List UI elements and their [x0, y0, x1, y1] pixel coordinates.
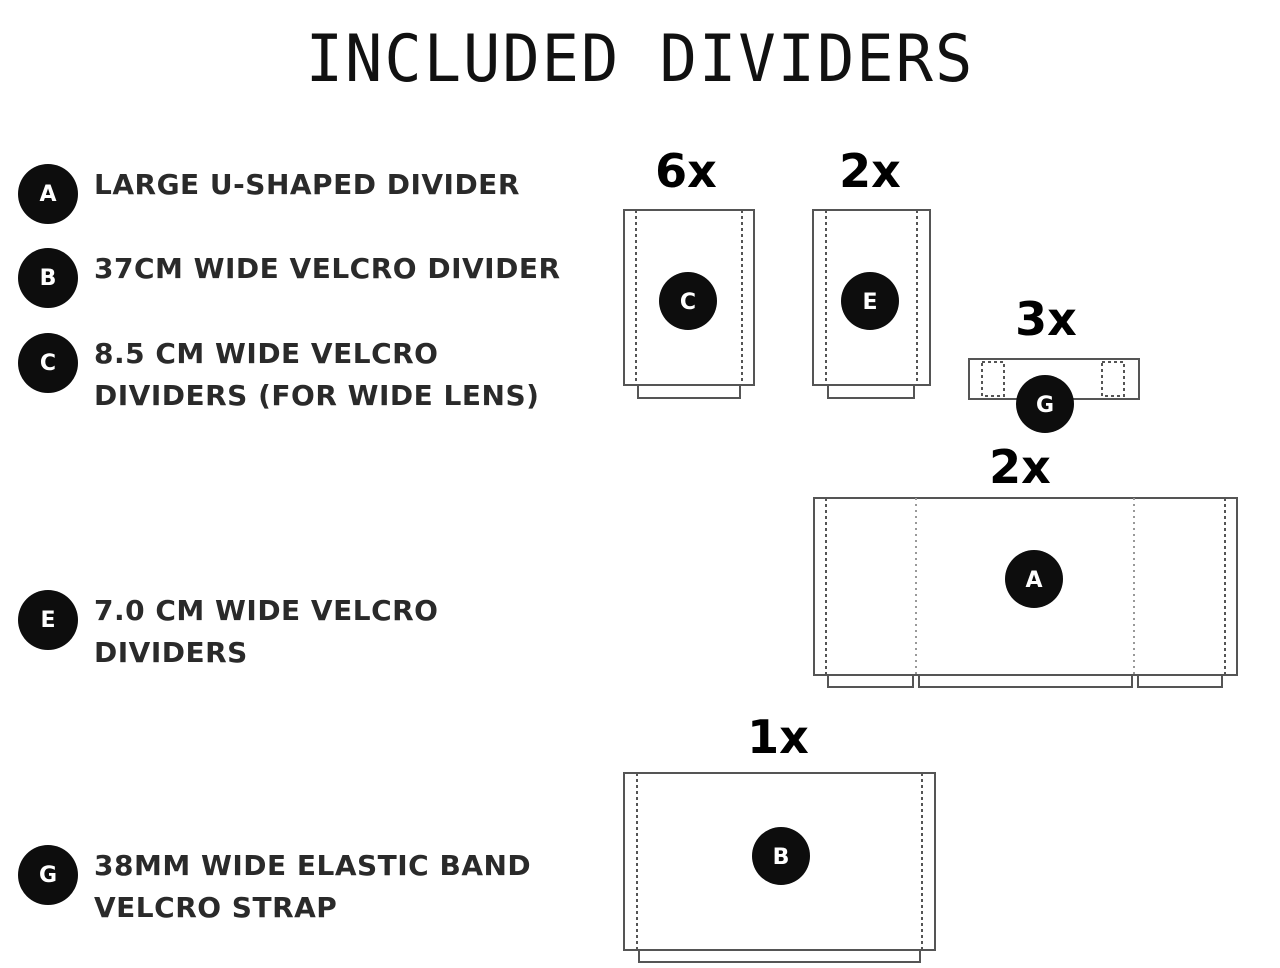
piece-badge-b: B [752, 827, 810, 885]
divider-piece-e [812, 209, 931, 399]
legend-badge-b: B [18, 248, 78, 308]
page-title: INCLUDED DIVIDERS [305, 20, 975, 97]
piece-badge-e-letter: E [862, 290, 877, 315]
quantity-label-g: 3x [1015, 292, 1077, 346]
legend-label-g: 38MM WIDE ELASTIC BAND VELCRO STRAP [94, 849, 532, 924]
legend-item-e: E 7.0 CM WIDE VELCRO DIVIDERS [18, 590, 438, 674]
legend-label-e: 7.0 CM WIDE VELCRO DIVIDERS [94, 594, 439, 669]
piece-badge-a: A [1005, 550, 1063, 608]
quantity-label-a: 2x [989, 440, 1051, 494]
piece-badge-g-letter: G [1036, 393, 1054, 418]
piece-badge-e: E [841, 272, 899, 330]
legend-item-c: C 8.5 CM WIDE VELCRO DIVIDERS (FOR WIDE … [18, 333, 539, 417]
piece-badge-c-letter: C [680, 290, 696, 315]
piece-badge-g: G [1016, 375, 1074, 433]
legend-badge-a: A [18, 164, 78, 224]
legend-badge-c: C [18, 333, 78, 393]
piece-badge-b-letter: B [773, 845, 790, 870]
piece-badge-c: C [659, 272, 717, 330]
legend-label-b: 37CM WIDE VELCRO DIVIDER [94, 252, 561, 285]
legend-item-b: B 37CM WIDE VELCRO DIVIDER [18, 248, 561, 308]
legend-item-a: A LARGE U-SHAPED DIVIDER [18, 164, 520, 224]
legend-label-a: LARGE U-SHAPED DIVIDER [94, 168, 520, 201]
legend-item-g: G 38MM WIDE ELASTIC BAND VELCRO STRAP [18, 845, 531, 929]
quantity-label-e: 2x [839, 144, 901, 198]
legend-label-c: 8.5 CM WIDE VELCRO DIVIDERS (FOR WIDE LE… [94, 337, 540, 412]
quantity-label-c: 6x [655, 144, 717, 198]
legend-badge-e: E [18, 590, 78, 650]
quantity-label-b: 1x [747, 710, 809, 764]
piece-badge-a-letter: A [1025, 568, 1042, 593]
divider-piece-a [813, 497, 1238, 688]
legend-badge-g: G [18, 845, 78, 905]
